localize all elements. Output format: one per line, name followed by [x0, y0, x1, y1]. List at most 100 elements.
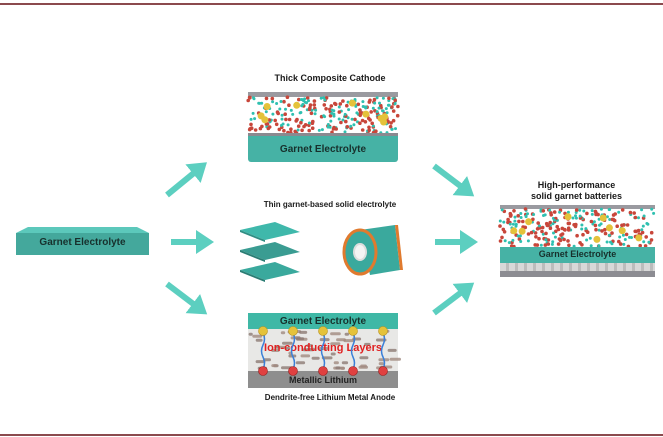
electrolyte-particle	[646, 222, 650, 226]
active-material-particle	[585, 230, 590, 234]
active-material-particle	[309, 111, 314, 116]
interlayer-grain	[282, 341, 293, 345]
active-material-particle	[284, 117, 288, 122]
active-material-particle	[273, 118, 277, 123]
active-material-particle	[307, 128, 311, 133]
active-material-particle	[328, 114, 333, 118]
additive-particle	[293, 101, 301, 109]
electrolyte-particle	[307, 121, 311, 125]
electrolyte-particle	[585, 238, 589, 242]
active-material-particle	[560, 232, 565, 236]
active-material-particle	[264, 96, 269, 101]
active-material-particle	[374, 129, 378, 133]
active-material-particle	[574, 208, 579, 212]
electrolyte-particle	[322, 96, 326, 100]
battery-cathode-particles	[498, 207, 656, 249]
electrolyte-particle	[361, 100, 365, 104]
active-material-particle	[521, 219, 525, 224]
active-material-particle	[506, 217, 510, 222]
electrolyte-particle	[513, 219, 517, 223]
interlayer-grain	[274, 345, 287, 349]
electrolyte-particle	[516, 234, 520, 238]
additive-particle	[261, 116, 269, 124]
active-material-particle	[367, 128, 371, 132]
electron	[318, 366, 328, 376]
ion-path	[260, 332, 266, 370]
electrolyte-particle	[605, 240, 609, 244]
active-material-particle	[345, 103, 349, 108]
active-material-particle	[517, 219, 521, 224]
interlayer-grain	[248, 332, 253, 336]
interlayer-grain	[364, 342, 371, 346]
electrolyte-particle	[543, 213, 547, 217]
active-material-particle	[567, 243, 571, 248]
electrolyte-particle	[330, 108, 334, 112]
active-material-particle	[628, 210, 633, 215]
interlayer-grain	[271, 349, 280, 352]
electrolyte-particle	[590, 212, 594, 216]
active-material-particle	[287, 117, 292, 122]
active-material-particle	[324, 107, 328, 111]
electrolyte-particle	[371, 124, 375, 128]
active-material-particle	[500, 235, 504, 240]
interlayer-grain	[378, 362, 384, 366]
active-material-particle	[389, 121, 393, 125]
lithium-ion	[258, 326, 268, 336]
electrolyte-particle	[384, 107, 388, 111]
electrolyte-particle	[621, 233, 625, 237]
electrolyte-particle	[329, 119, 333, 123]
interlayer-grain	[336, 338, 346, 342]
active-material-particle	[299, 120, 303, 125]
electrolyte-particle	[381, 109, 385, 113]
electrolyte-particle	[539, 243, 543, 247]
active-material-particle	[358, 113, 362, 118]
interlayer-grain	[359, 356, 369, 360]
electrolyte-particle	[264, 110, 268, 114]
electrolyte-particle	[394, 127, 397, 131]
active-material-particle	[369, 110, 373, 114]
electrolyte-particle	[319, 96, 323, 100]
cathode-garnet-slab: Garnet Electrolyte	[248, 136, 398, 162]
electrolyte-particle	[296, 128, 300, 132]
active-material-particle	[633, 215, 638, 220]
electrolyte-particle	[588, 236, 592, 240]
active-material-particle	[546, 238, 551, 242]
electrolyte-particle	[553, 235, 557, 239]
active-material-particle	[594, 227, 598, 232]
electrolyte-particle	[597, 244, 601, 248]
active-material-particle	[632, 211, 636, 215]
active-material-particle	[393, 98, 397, 102]
active-material-particle	[282, 128, 286, 133]
active-material-particle	[618, 242, 623, 246]
ion-path	[290, 332, 296, 370]
result-title-line2: solid garnet batteries	[530, 191, 623, 201]
interlayer-grain	[335, 366, 341, 370]
active-material-particle	[523, 207, 528, 211]
ion-path	[320, 332, 326, 370]
electrolyte-particle	[323, 115, 327, 119]
electrolyte-particle	[375, 110, 379, 114]
electrolyte-particle	[279, 100, 283, 103]
active-material-particle	[543, 243, 548, 247]
active-material-particle	[388, 124, 393, 129]
electrolyte-particle	[589, 244, 593, 248]
electrolyte-particle	[299, 98, 303, 101]
active-material-particle	[297, 97, 301, 102]
electron	[258, 366, 268, 376]
active-material-particle	[622, 223, 626, 227]
interlayer-grain	[330, 332, 341, 336]
active-material-particle	[312, 103, 317, 107]
active-material-particle	[531, 217, 535, 222]
electrolyte-particle	[550, 242, 554, 246]
electrolyte-particle	[628, 235, 631, 239]
electrolyte-particle	[598, 223, 601, 227]
interlayer-grain	[263, 358, 271, 362]
active-material-particle	[506, 220, 510, 225]
electrolyte-particle	[301, 102, 305, 106]
interlayer-grain	[280, 331, 286, 335]
electrolyte-particle	[537, 224, 541, 228]
anode-diagram: Garnet Electrolyte Ion-conducting Layers…	[248, 313, 401, 388]
active-material-particle	[624, 232, 629, 237]
electrolyte-particle	[280, 113, 284, 117]
arrow-down-right-left	[165, 281, 208, 315]
